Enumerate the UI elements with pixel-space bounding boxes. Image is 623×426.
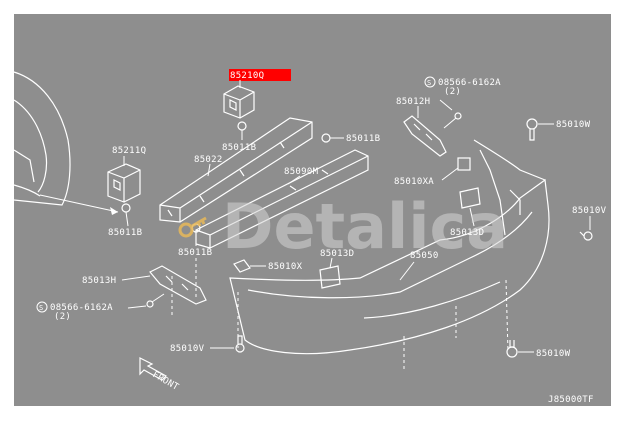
label-85011B-top: 85011B <box>222 143 256 153</box>
label-85090M: 85090M <box>284 167 319 177</box>
bracket-85012H-shape <box>403 115 447 157</box>
label-85010W-top: 85010W <box>556 120 591 130</box>
watermark-text: Detalica <box>222 190 508 263</box>
label-08566-6162A-left: S 08566-6162A (2) <box>36 301 113 322</box>
bracket-85210Q-shape <box>223 85 255 119</box>
fascia-dashed-guides <box>171 258 509 372</box>
clip-85010W-bottom <box>506 340 518 358</box>
vehicle-body-outline <box>13 71 71 206</box>
svg-text:S: S <box>427 79 432 87</box>
clip-85010X <box>233 259 251 273</box>
label-85010V-right: 85010V <box>572 206 607 216</box>
label-85010X: 85010X <box>268 262 303 272</box>
bracket-85013D-center <box>319 265 341 289</box>
label-85011B-bottom: 85011B <box>178 248 212 258</box>
screw-08566-left <box>146 293 165 308</box>
label-85211Q: 85211Q <box>112 146 146 156</box>
svg-text:08566-6162A: 08566-6162A <box>50 303 113 313</box>
clip-85010V-bottom <box>235 335 245 353</box>
label-85010W-bottom: 85010W <box>536 349 571 359</box>
label-85011B-mid: 85011B <box>346 134 380 144</box>
arrow-head <box>110 207 118 215</box>
bracket-85211Q-shape <box>107 163 141 203</box>
label-85011B-left: 85011B <box>108 228 142 238</box>
label-85010V-bottom: 85010V <box>170 344 205 354</box>
reinforcement-85022-shape <box>159 117 313 223</box>
svg-text:(2): (2) <box>444 87 461 97</box>
label-85050: 85050 <box>410 251 439 261</box>
label-85013H: 85013H <box>82 276 116 286</box>
leader-body-to-bracket <box>39 194 119 213</box>
label-85022: 85022 <box>194 155 223 165</box>
drawing-code: J85000TF <box>548 395 594 405</box>
svg-text:S: S <box>39 304 44 312</box>
bracket-85013D-right <box>459 187 481 209</box>
clip-85010W-top <box>526 118 538 141</box>
svg-text:08566-6162A: 08566-6162A <box>438 78 501 88</box>
bracket-85013H-shape <box>149 265 207 305</box>
label-85013D-right: 85013D <box>450 228 484 238</box>
label-85012H: 85012H <box>396 97 430 107</box>
label-08566-6162A-top: S 08566-6162A (2) <box>424 76 501 97</box>
part-highlight <box>229 69 291 81</box>
clip-85010V-right <box>579 231 593 241</box>
label-85013D-center: 85013D <box>320 249 354 259</box>
watermark-key-icon <box>178 216 207 238</box>
bumper-fascia-85050-shape <box>229 139 550 355</box>
clip-85010XA <box>457 157 471 171</box>
front-arrow <box>139 357 167 381</box>
label-85210Q: 85210Q <box>230 71 264 81</box>
label-85010XA: 85010XA <box>394 177 434 187</box>
svg-text:(2): (2) <box>54 312 71 322</box>
screw-08566-top <box>443 117 457 129</box>
